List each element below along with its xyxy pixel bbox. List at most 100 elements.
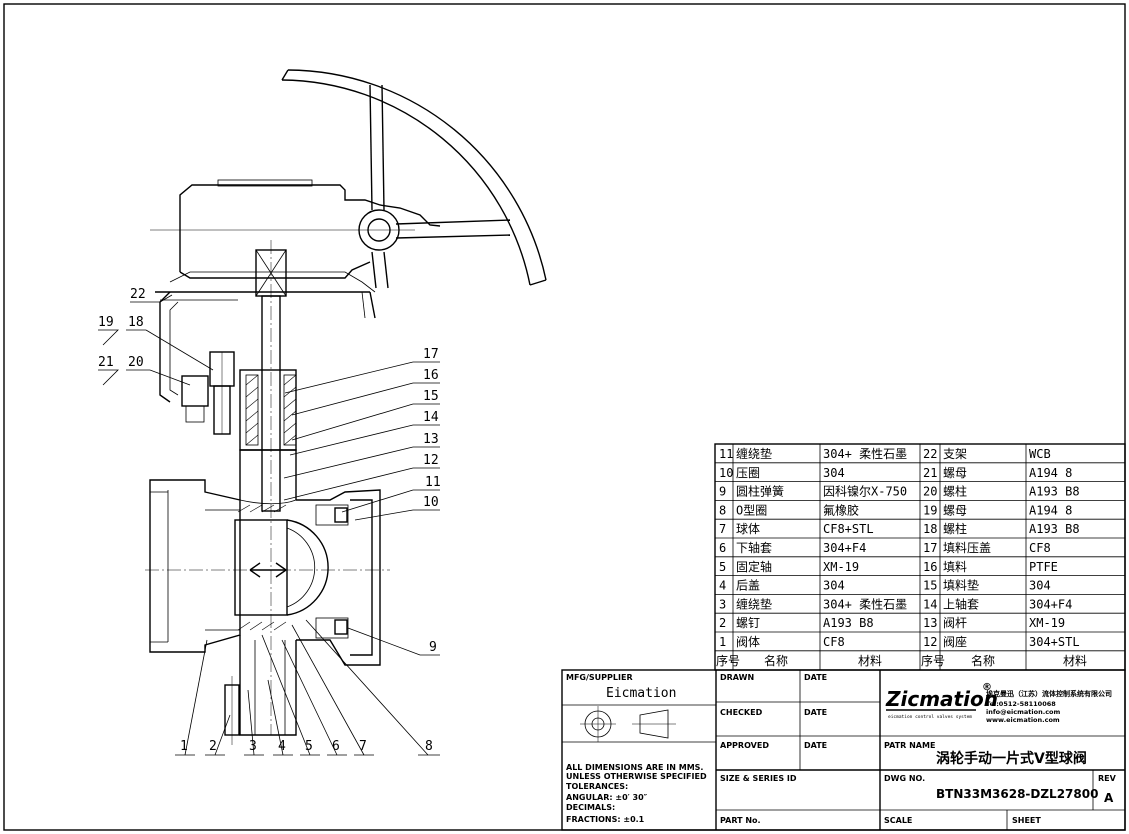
balloon-5: 5 (305, 739, 313, 754)
bom-item-name: 缠绕垫 (736, 596, 772, 611)
ball-7 (234, 504, 329, 631)
bom-item-no: 21 (923, 466, 937, 480)
bom-item-name: 支架 (943, 447, 967, 461)
balloon-13: 13 (423, 432, 439, 447)
bom-item-name: 缠绕垫 (736, 446, 772, 461)
balloon-10: 10 (423, 495, 439, 510)
balloon-15: 15 (423, 389, 439, 404)
bom-item-no: 9 (719, 485, 726, 499)
mfg-value: Eicmation (606, 686, 676, 701)
checked-date-label: DATE (804, 708, 827, 717)
bom-item-material: 304+F4 (1029, 597, 1072, 611)
balloon-numbers: 22 19 18 21 20 17 16 15 14 13 12 11 10 9… (98, 287, 441, 754)
bom-item-no: 6 (719, 541, 726, 555)
bom-header-no: 序号 (921, 653, 945, 668)
bom-item-no: 15 (923, 579, 937, 593)
bom-item-name: O型圈 (736, 503, 767, 517)
projection-symbol (580, 706, 676, 742)
bom-item-no: 20 (923, 485, 937, 499)
size-series-label: SIZE & SERIES ID (720, 774, 797, 783)
balloon-17: 17 (423, 347, 439, 362)
part-name-value: 涡轮手动一片式V型球阀 (936, 750, 1087, 767)
rev-label: REV (1098, 774, 1117, 783)
company-email: info@eicmation.com (986, 708, 1061, 716)
bom-item-material: 304+ 柔性石墨 (823, 447, 907, 461)
balloon-8: 8 (425, 739, 433, 754)
bom-item-material: CF8 (1029, 541, 1051, 555)
company-web: www.eicmation.com (986, 716, 1060, 724)
packing-gland (181, 351, 297, 451)
balloon-9: 9 (429, 640, 437, 655)
bom-item-material: WCB (1029, 447, 1051, 461)
company-logo: Zicmation ® eicmation control valves sys… (885, 682, 998, 720)
bom-item-material: A193 B8 (823, 616, 874, 630)
balloon-21: 21 (98, 355, 114, 370)
bom-item-name: 填料 (943, 560, 967, 574)
bom-item-material: PTFE (1029, 560, 1058, 574)
bom-item-material: 氟橡胶 (823, 502, 859, 517)
worm-gearbox (150, 179, 441, 319)
balloon-12: 12 (423, 453, 439, 468)
valve-body-1 (145, 449, 390, 745)
checked-label: CHECKED (720, 708, 763, 717)
valve-assembly-drawing (145, 69, 547, 745)
bom-item-no: 2 (719, 616, 726, 630)
bom-item-no: 4 (719, 579, 726, 593)
bom-item-no: 3 (719, 597, 726, 611)
bom-item-material: A194 8 (1029, 466, 1072, 480)
mfg-label: MFG/SUPPLIER (566, 673, 633, 682)
title-block: MFG/SUPPLIER Eicmation ALL DIMENSIONS AR… (561, 669, 1126, 831)
bom-item-name: 上轴套 (943, 596, 979, 611)
note-1: ALL DIMENSIONS ARE IN MMS. (566, 763, 703, 772)
bom-item-name: 螺母 (943, 503, 967, 517)
handwheel (281, 69, 547, 289)
bom-item-name: 后盖 (736, 579, 760, 593)
bom-item-no: 22 (923, 447, 937, 461)
bom-header-material: 材料 (1063, 654, 1087, 668)
bom-item-no: 1 (719, 635, 726, 649)
bom-item-name: 阀体 (736, 635, 760, 649)
bom-item-no: 18 (923, 522, 937, 536)
svg-text:®: ® (982, 682, 992, 693)
balloon-22: 22 (130, 287, 146, 302)
balloon-14: 14 (423, 410, 439, 425)
balloon-18: 18 (128, 315, 144, 330)
part-no-label: PART No. (720, 816, 761, 825)
bom-item-no: 12 (923, 635, 937, 649)
bom-item-no: 10 (719, 466, 733, 480)
balloon-2: 2 (209, 739, 217, 754)
company-name: 埃克曼迅（江苏）流体控制系统有限公司 (986, 689, 1112, 698)
bom-item-no: 14 (923, 597, 937, 611)
bom-item-material: CF8+STL (823, 522, 874, 536)
bom-header-name: 名称 (971, 653, 995, 668)
logo-wordmark: Zicmation (885, 687, 998, 711)
approved-label: APPROVED (720, 741, 769, 750)
stem-13 (255, 240, 287, 735)
bom-item-name: 阀座 (943, 634, 967, 649)
bom-item-material: 304 (823, 466, 845, 480)
bom-item-name: 圆柱弹簧 (736, 484, 784, 499)
bom-item-material: XM-19 (823, 560, 859, 574)
dwg-no-label: DWG NO. (884, 774, 925, 783)
balloon-1: 1 (180, 739, 188, 754)
balloon-16: 16 (423, 368, 439, 383)
bom-item-name: 压圈 (736, 466, 760, 480)
bom-item-no: 19 (923, 503, 937, 517)
bom-item-material: XM-19 (1029, 616, 1065, 630)
balloon-11: 11 (425, 475, 441, 490)
bom-item-name: 螺母 (943, 466, 967, 480)
bom-item-material: 因科镍尔X-750 (823, 484, 907, 499)
bom-item-no: 5 (719, 560, 726, 574)
bom-item-name: 球体 (736, 522, 760, 536)
bom-header-name: 名称 (764, 653, 788, 668)
bom-item-material: 304+STL (1029, 635, 1080, 649)
sheet-label: SHEET (1012, 816, 1041, 825)
balloon-20: 20 (128, 355, 144, 370)
bom-item-name: 螺柱 (943, 484, 967, 499)
bom-item-no: 17 (923, 541, 937, 555)
company-tel: Tel:0512-58110068 (986, 700, 1056, 708)
balloon-3: 3 (249, 739, 257, 754)
part-name-label: PATR NAME (884, 741, 935, 750)
logo-tagline: eicmation control valves system (888, 714, 972, 720)
